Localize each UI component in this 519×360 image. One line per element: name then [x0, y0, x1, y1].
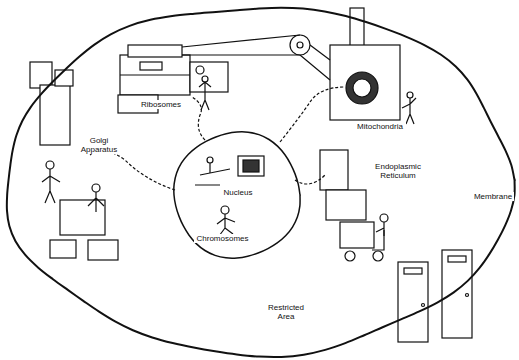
membrane-label: Membrane	[472, 192, 514, 201]
membrane-outline	[7, 8, 515, 357]
golgi-label: Golgi Apparatus	[78, 136, 120, 154]
nucleus-outline	[174, 132, 300, 258]
nucleus-control	[195, 156, 264, 236]
mitochondria-furnace	[300, 8, 416, 124]
ribosomes-label: Ribosomes	[138, 100, 184, 109]
cell-membrane: Membrane NucleusChromosomes	[4, 4, 514, 356]
messenger-wires	[90, 87, 345, 190]
mitochondria-label: Mitochondria	[354, 122, 406, 131]
chromosomes-label: Chromosomes	[194, 234, 251, 243]
nucleus-circle: NucleusChromosomes	[172, 130, 302, 260]
restricted-area-label: Restricted Area	[264, 303, 308, 321]
er-label: Endoplasmic Reticulum	[372, 162, 424, 180]
nucleus-label: Nucleus	[217, 188, 259, 197]
ribosome-machines	[118, 35, 310, 113]
restricted-doors	[398, 250, 472, 342]
cell-membrane-outline	[4, 4, 514, 356]
